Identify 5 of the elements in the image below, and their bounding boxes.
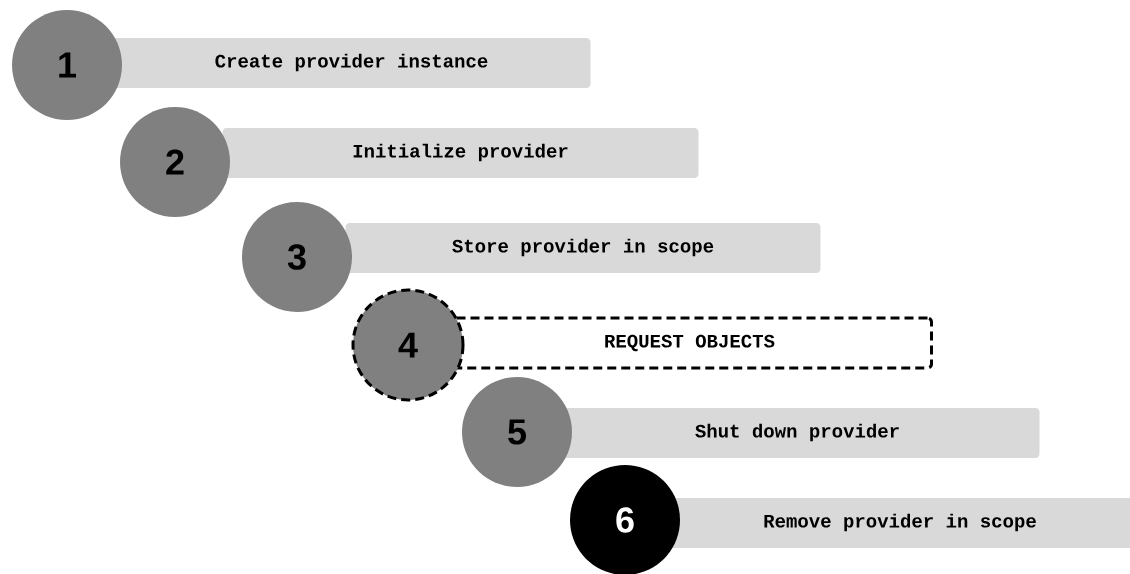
step-bar: Store provider in scope bbox=[345, 223, 821, 273]
step-bar: Create provider instance bbox=[112, 38, 591, 88]
step-bar: Initialize provider bbox=[222, 128, 699, 178]
step-bar: REQUEST OBJECTS bbox=[446, 316, 933, 370]
step-bar: Shut down provider bbox=[555, 408, 1040, 458]
